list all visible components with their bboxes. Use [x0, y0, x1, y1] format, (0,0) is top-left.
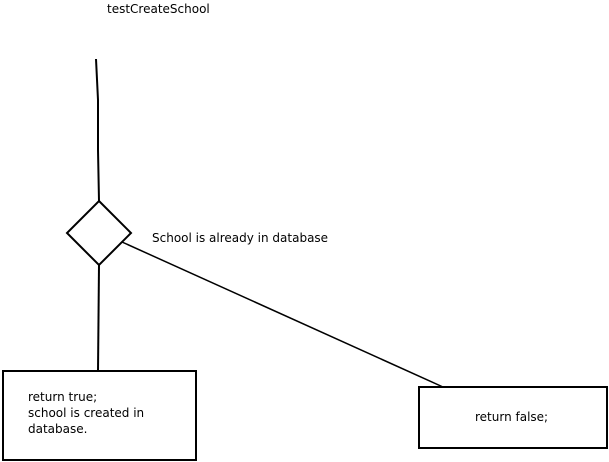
false-branch-connector	[121, 241, 444, 388]
diagram-title: testCreateSchool	[107, 2, 210, 16]
false-result-box	[418, 386, 608, 449]
true-result-box	[2, 370, 197, 461]
true-box-line: database.	[28, 422, 88, 436]
start-connector	[95, 58, 100, 202]
false-box-text: return false;	[475, 410, 549, 424]
decision-diamond	[65, 199, 133, 267]
decision-edge-label: School is already in database	[152, 231, 329, 245]
true-box-line: school is created in	[28, 406, 145, 420]
true-box-text: return true; school is created in databa…	[28, 389, 144, 437]
true-branch-connector	[97, 264, 100, 372]
true-box-line: return true;	[28, 390, 98, 404]
